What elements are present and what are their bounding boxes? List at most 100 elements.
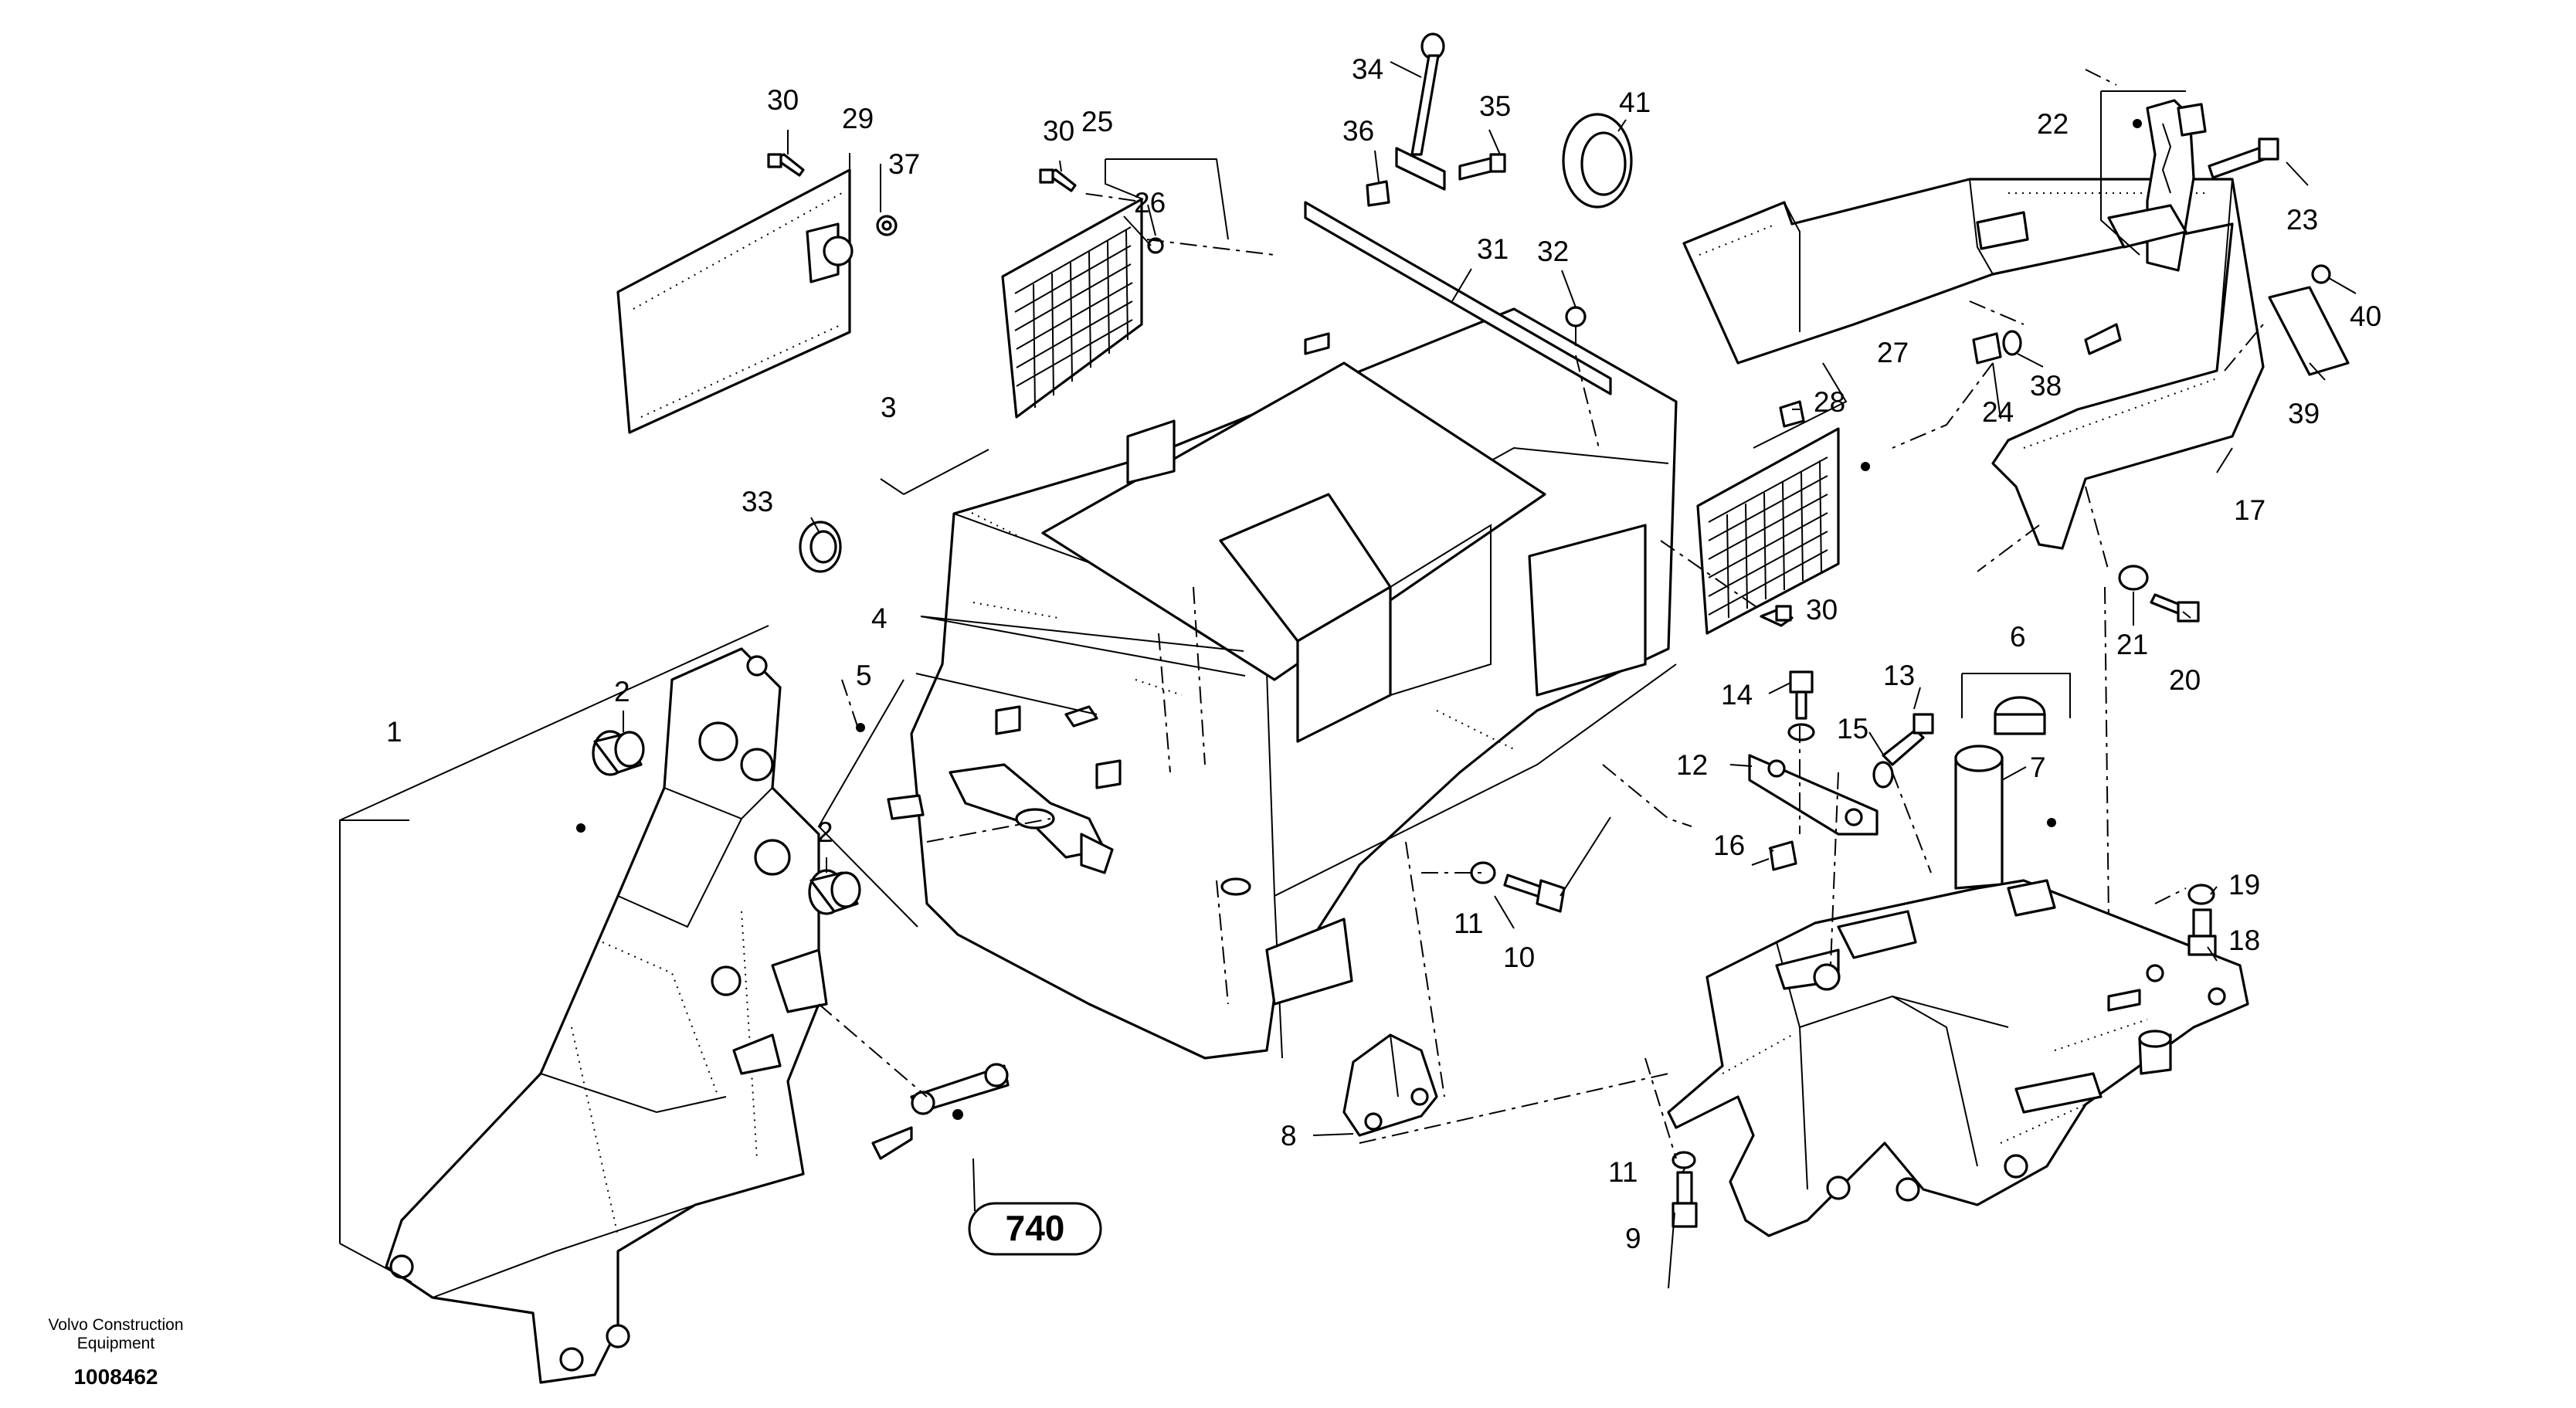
washer-part-15 [1787, 723, 1894, 789]
callout-28: 28 [1814, 386, 1845, 418]
callout-13: 13 [1883, 660, 1915, 691]
washer-part-21 [2118, 565, 2149, 591]
seal-ring-part-41 [1562, 113, 1633, 209]
callout-2: 2 [817, 816, 833, 848]
pin-hardware [871, 1063, 1010, 1160]
strip-part-31 [1304, 201, 1612, 395]
bolt-part-10 [1503, 874, 1566, 913]
callout-21: 21 [2116, 629, 2148, 660]
callout-22: 22 [2037, 108, 2069, 140]
callout-12: 12 [1676, 749, 1708, 781]
reference-dot [576, 823, 585, 833]
reference-dot [952, 1109, 963, 1120]
lever-part-34 [1395, 32, 1446, 191]
callout-32: 32 [1537, 236, 1569, 267]
screw-part-26 [1147, 237, 1164, 254]
washer-part-38 [2002, 330, 2022, 356]
grille-part-25 [1001, 198, 1143, 419]
callout-8: 8 [1281, 1120, 1297, 1152]
nut-part-28 [1779, 400, 1805, 428]
bolt-part-18 [2187, 908, 2217, 956]
bolt-part-35 [1458, 153, 1506, 181]
bracket-part-22 [2107, 99, 2207, 272]
callout-9: 9 [1625, 1223, 1641, 1254]
callout-10: 10 [1503, 941, 1535, 973]
company-name-line2: Equipment [77, 1335, 155, 1352]
callout-30: 30 [1806, 594, 1838, 626]
callout-34: 34 [1352, 53, 1383, 85]
reference-740-label: 740 [1006, 1208, 1065, 1248]
bolt-part-30 [767, 153, 1794, 627]
callout-14: 14 [1721, 679, 1753, 711]
callout-23: 23 [2286, 204, 2318, 236]
bolt-part-20 [2150, 593, 2200, 623]
callout-15: 15 [1837, 713, 1868, 745]
bolt-part-23 [2208, 137, 2279, 179]
document-number: 1008462 [73, 1365, 158, 1389]
callout-30: 30 [767, 84, 799, 116]
callout-5: 5 [856, 660, 872, 691]
bushing-part-2 [592, 730, 861, 915]
washer-part-37 [876, 215, 898, 236]
bracket-part-12 [1748, 754, 1879, 836]
nut-part-36 [1366, 180, 1390, 207]
post-assembly-part-6 [1994, 696, 2046, 735]
callout-1: 1 [386, 716, 402, 748]
callout-4: 4 [871, 602, 888, 634]
callout-18: 18 [2228, 925, 2260, 956]
chassis-housing-part-3 [856, 307, 1678, 1060]
reference-dot [1861, 462, 1870, 471]
tube-part-7 [1954, 745, 2004, 890]
callout-19: 19 [2228, 869, 2260, 901]
callout-29: 29 [842, 103, 874, 134]
callout-37: 37 [888, 148, 920, 180]
screw-part-40 [2311, 264, 2331, 284]
callout-33: 33 [742, 486, 773, 517]
alignment-lines [818, 69, 2264, 1159]
rear-frame-assembly [1667, 818, 2249, 1237]
callout-31: 31 [1477, 233, 1509, 265]
callout-11: 11 [1454, 908, 1483, 939]
grille-part-27 [1696, 427, 1870, 635]
washer-part-11-lower [1672, 1151, 1696, 1169]
callout-40: 40 [2350, 300, 2381, 332]
front-frame-part-1 [385, 647, 828, 1384]
nut-part-24 [1972, 332, 2002, 365]
callout-26: 26 [1134, 187, 1166, 219]
callout-35: 35 [1479, 90, 1511, 122]
bracket-part-8 [1342, 1033, 1438, 1137]
reference-dot [2047, 818, 2056, 827]
callout-2: 2 [614, 676, 630, 707]
side-plate-part-29 [616, 168, 854, 434]
callout-20: 20 [2169, 664, 2201, 696]
callout-17: 17 [2234, 494, 2265, 526]
callout-38: 38 [2030, 370, 2062, 402]
callout-3: 3 [881, 392, 897, 423]
callout-25: 25 [1081, 106, 1113, 137]
callout-27: 27 [1877, 337, 1909, 368]
grommet-part-33 [799, 521, 842, 573]
callout-36: 36 [1342, 115, 1374, 147]
leader-lines [339, 61, 2357, 1289]
callout-11: 11 [1608, 1156, 1638, 1188]
reference-740-badge[interactable]: 740 [968, 1202, 1102, 1256]
reference-dot [856, 723, 865, 732]
bolt-part-14 [1789, 670, 1814, 720]
callout-labels: 1 2 2 3 4 5 6 7 8 9 10 11 11 12 13 14 15… [386, 53, 2381, 1254]
washer-part-11-upper [1470, 861, 1496, 884]
callout-41: 41 [1619, 87, 1651, 118]
bolt-part-13 [1882, 713, 1934, 766]
washer-part-19 [2187, 884, 2215, 905]
callout-30: 30 [1043, 115, 1074, 147]
plate-part-39 [2268, 286, 2350, 376]
callout-39: 39 [2288, 398, 2320, 429]
reference-dot [2133, 119, 2142, 128]
footer: Volvo Construction Equipment 1008462 [48, 1316, 183, 1389]
callout-7: 7 [2030, 751, 2046, 783]
company-name-line1: Volvo Construction [48, 1316, 183, 1334]
bolt-part-9 [1672, 1171, 1698, 1228]
callout-16: 16 [1713, 830, 1745, 861]
callout-6: 6 [2010, 621, 2026, 653]
nut-part-16 [1769, 840, 1797, 871]
